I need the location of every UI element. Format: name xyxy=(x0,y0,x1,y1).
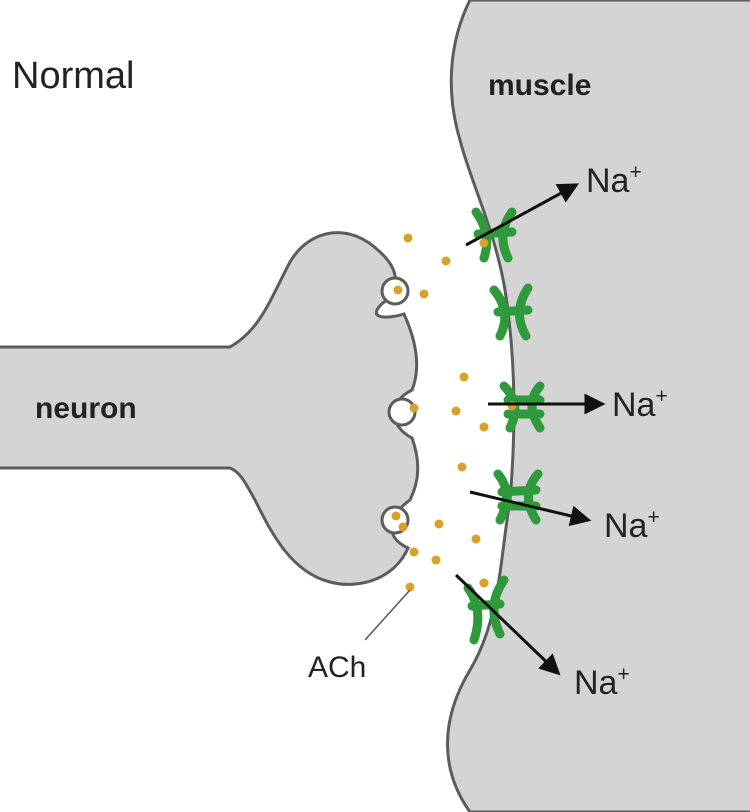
ach-dot xyxy=(404,234,413,243)
ach-dot xyxy=(410,404,419,413)
muscle-label: muscle xyxy=(488,69,591,102)
ach-dot xyxy=(460,373,469,382)
diagram-title: Normal xyxy=(12,55,134,97)
ach-dot xyxy=(480,423,489,432)
ion-charge: + xyxy=(617,663,629,686)
ion-charge: + xyxy=(647,506,659,529)
ach-dot xyxy=(452,407,461,416)
ion-base: Na xyxy=(612,386,656,424)
ion-charge: + xyxy=(655,385,667,408)
ion-base: Na xyxy=(574,664,618,702)
ion-base: Na xyxy=(586,162,630,200)
ach-dot xyxy=(399,523,408,532)
vesicle-pit xyxy=(389,399,415,425)
neuron-label: neuron xyxy=(35,392,137,425)
ach-dot xyxy=(472,535,481,544)
ach-dot xyxy=(394,286,403,295)
ion-charge: + xyxy=(629,161,641,184)
ach-dot xyxy=(442,257,451,266)
ach-dot xyxy=(435,520,444,529)
ach-dot xyxy=(458,463,467,472)
ach-dot xyxy=(392,512,401,521)
ach-label: ACh xyxy=(308,651,366,684)
ach-dot xyxy=(432,556,441,565)
ach-dot xyxy=(420,290,429,299)
ach-dot xyxy=(410,548,419,557)
ach-pointer-line xyxy=(365,590,410,640)
ion-base: Na xyxy=(604,507,648,545)
